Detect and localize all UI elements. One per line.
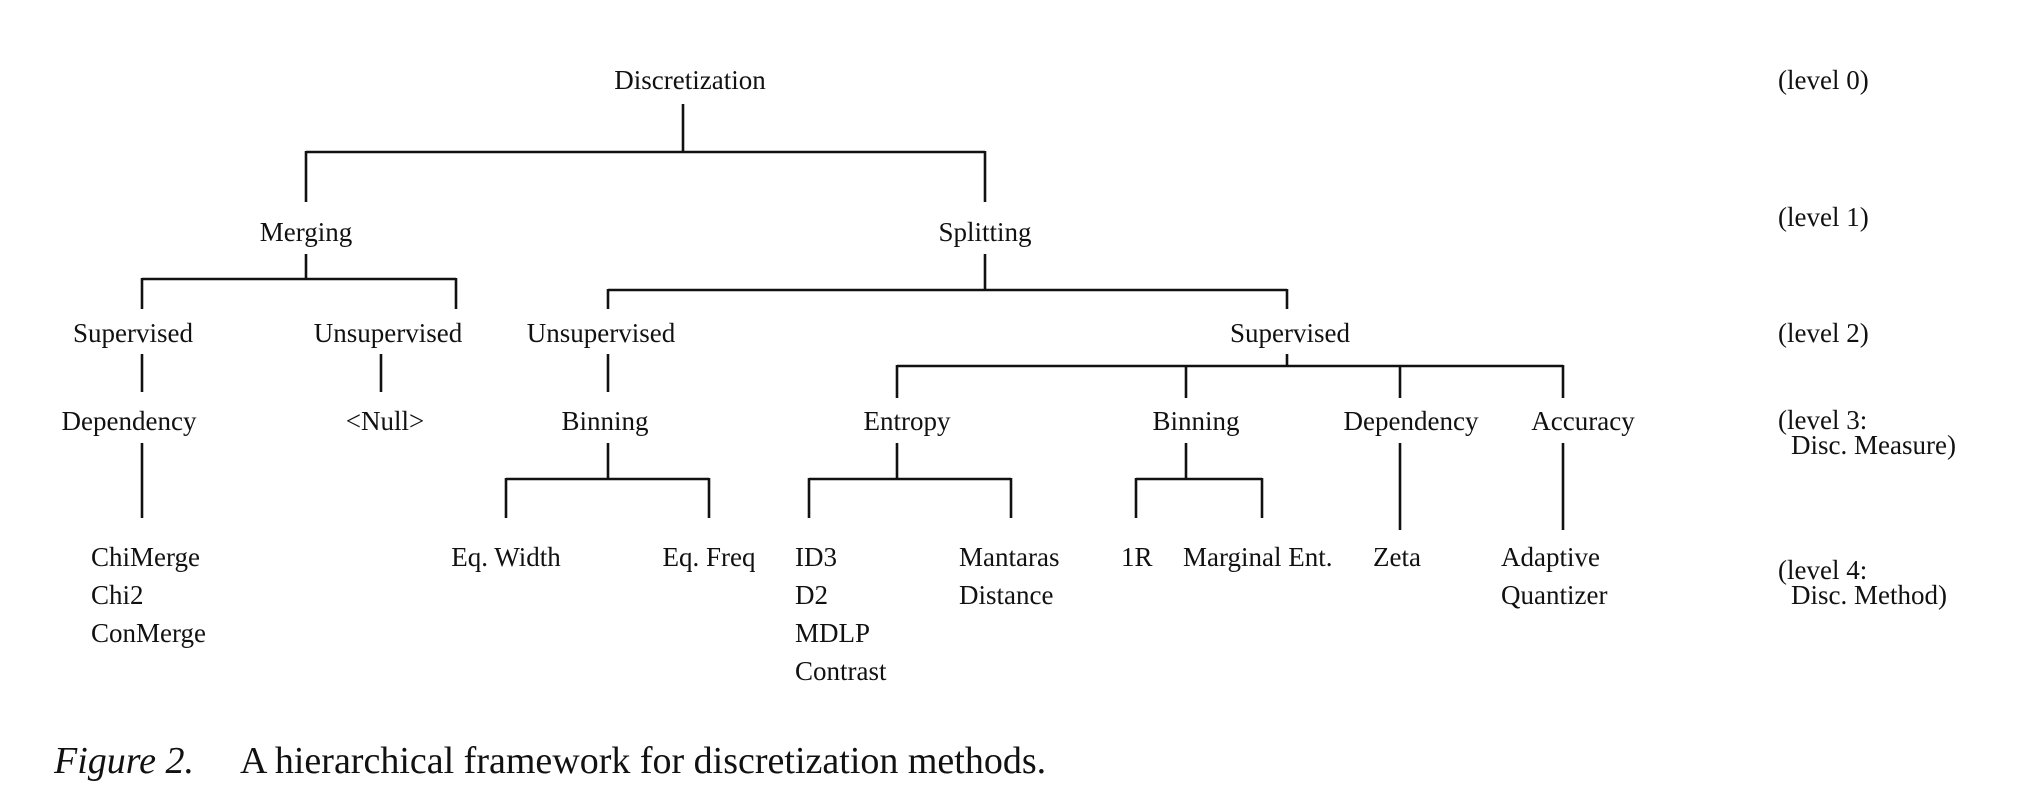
method-item: ID3 [795, 542, 837, 572]
level-label-line: Disc. Measure) [1791, 430, 1956, 460]
node-splitting-unsupervised: Unsupervised [526, 318, 676, 348]
node-merging-unsupervised: Unsupervised [313, 318, 463, 348]
method-item: Mantaras [959, 542, 1060, 572]
node-discretization: Discretization [614, 65, 766, 95]
level-label-0: (level 0) [1778, 65, 1869, 95]
node-unsupervised-binning: Binning [561, 406, 649, 436]
methods-entropy-left: ID3 D2 MDLP Contrast [795, 538, 887, 690]
node-merging-supervised: Supervised [73, 318, 193, 348]
method-eq-freq: Eq. Freq [662, 542, 756, 572]
node-splitting-supervised: Supervised [1230, 318, 1350, 348]
method-item: D2 [795, 580, 828, 610]
level-label-line: Disc. Method) [1791, 580, 1947, 610]
node-entropy: Entropy [863, 406, 951, 436]
method-item: ConMerge [91, 618, 206, 648]
node-accuracy: Accuracy [1531, 406, 1635, 436]
node-merging-dependency: Dependency [61, 406, 197, 436]
caption-text: A hierarchical framework for discretizat… [240, 740, 1047, 782]
level-label-2: (level 2) [1778, 318, 1869, 348]
level-label-1: (level 1) [1778, 202, 1869, 232]
method-item: Adaptive [1501, 542, 1600, 572]
method-zeta: Zeta [1373, 542, 1421, 572]
method-item: MDLP [795, 618, 871, 648]
node-null-measure: <Null> [345, 406, 425, 436]
methods-accuracy: Adaptive Quantizer [1501, 538, 1607, 614]
methods-merging-dependency: ChiMerge Chi2 ConMerge [91, 538, 206, 652]
method-item: Quantizer [1501, 580, 1608, 610]
method-item: Distance [959, 580, 1054, 610]
method-item: Contrast [795, 656, 887, 686]
node-supervised-binning: Binning [1152, 406, 1240, 436]
method-1r: 1R [1121, 542, 1153, 572]
level-label-line: (level 3: [1778, 405, 1868, 435]
level-label-3: (level 3: Disc. Measure) [1778, 405, 1956, 460]
level-label-4: (level 4: Disc. Method) [1778, 555, 1947, 610]
figure-caption: Figure 2. A hierarchical framework for di… [54, 738, 1046, 784]
method-marginal-entropy: Marginal Ent. [1183, 542, 1333, 572]
caption-label: Figure 2. [54, 740, 195, 782]
node-supervised-dependency: Dependency [1343, 406, 1479, 436]
method-item: ChiMerge [91, 542, 200, 572]
methods-entropy-right: Mantaras Distance [959, 538, 1059, 614]
level-label-line: (level 4: [1778, 555, 1868, 585]
method-item: Chi2 [91, 580, 144, 610]
method-eq-width: Eq. Width [451, 542, 561, 572]
node-splitting: Splitting [938, 217, 1032, 247]
node-merging: Merging [259, 217, 353, 247]
